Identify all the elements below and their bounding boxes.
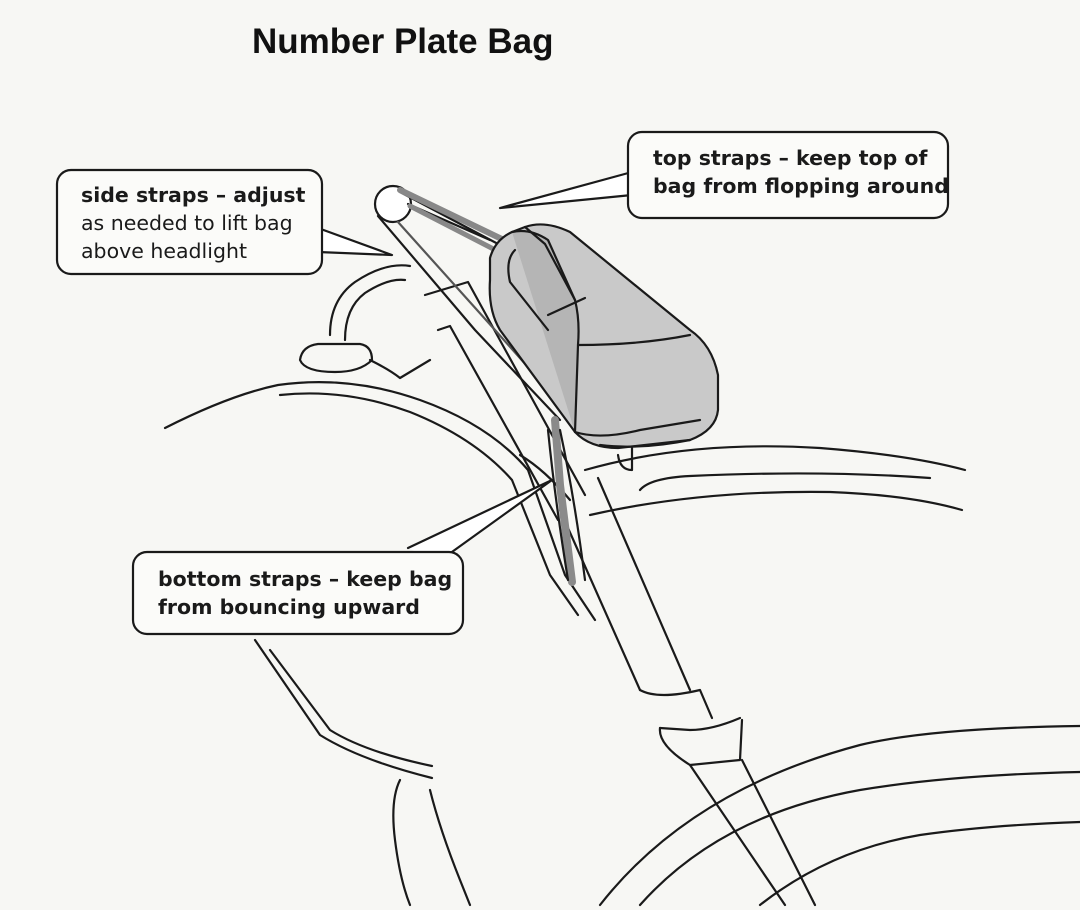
- top-straps: [397, 187, 511, 258]
- side-straps: [373, 184, 577, 422]
- callout-bottom-straps: bottom straps – keep bag from bouncing u…: [158, 565, 452, 621]
- callout-top-line-1: top straps – keep top of: [653, 146, 928, 170]
- number-plate-bag: [488, 223, 720, 450]
- callout-side-straps: side straps – adjust as needed to lift b…: [81, 181, 305, 265]
- fork-tube: [423, 280, 817, 907]
- front-wheel: [598, 724, 1080, 907]
- callout-bottom-line-2: from bouncing upward: [158, 595, 420, 619]
- bottom-straps: [546, 416, 634, 586]
- callout-side-line-2: as needed to lift bag: [81, 211, 293, 235]
- callout-side-line-1: side straps – adjust: [81, 183, 306, 207]
- number-plate-panel: [163, 381, 597, 907]
- diagram-title: Number Plate Bag: [252, 22, 554, 61]
- callout-boxes: [55, 130, 950, 636]
- callout-side-line-3: above headlight: [81, 239, 247, 263]
- front-fender: [518, 445, 967, 517]
- headlight-wire: [298, 264, 432, 380]
- callout-top-straps: top straps – keep top of bag from floppi…: [653, 144, 949, 200]
- callout-top-line-2: bag from flopping around: [653, 174, 949, 198]
- callout-bottom-line-1: bottom straps – keep bag: [158, 567, 453, 591]
- callout-pointers: [316, 170, 634, 564]
